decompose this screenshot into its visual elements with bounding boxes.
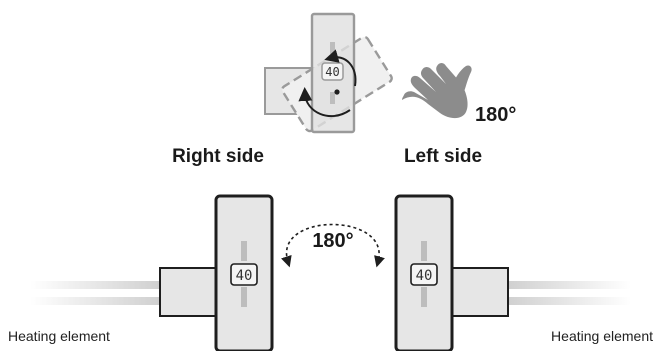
pivot-dot: [334, 89, 340, 95]
top-indicator-lower: [330, 92, 335, 104]
left-display-reading: 40: [236, 268, 253, 284]
heating-element-label-left: Heating element: [8, 328, 110, 344]
heating-element-label-right: Heating element: [551, 328, 653, 344]
top-display-reading: 40: [325, 65, 339, 79]
rotate-arrow-icon: [298, 87, 351, 118]
left-indicator-upper: [241, 241, 247, 261]
top-display: [321, 62, 344, 81]
rotation-illustration: 40 180°: [264, 12, 516, 134]
left-display: [230, 263, 258, 286]
right-indicator-lower: [421, 287, 427, 307]
rotation-label-middle: 180°: [312, 230, 353, 252]
pipe-right-upper: [505, 281, 631, 289]
pipe-left-upper: [30, 281, 162, 289]
right-side-label: Right side: [172, 146, 264, 167]
left-indicator-lower: [241, 287, 247, 307]
right-side-box: [449, 267, 509, 317]
right-display-reading: 40: [416, 268, 433, 284]
left-side-unit: 40: [394, 194, 631, 351]
right-side-unit: 40: [30, 194, 274, 351]
pipe-right-lower: [505, 297, 631, 305]
right-indicator-upper: [421, 241, 427, 261]
rotate-arrow-icon: [324, 49, 357, 87]
curved-arrow-icon: [280, 223, 385, 268]
pipe-left-lower: [30, 297, 162, 305]
right-display: [410, 263, 438, 286]
left-side-label: Left side: [404, 146, 482, 167]
rotation-label-top: 180°: [475, 104, 516, 126]
left-side-box: [159, 267, 219, 317]
hand-icon: [402, 63, 472, 119]
top-indicator-upper: [330, 42, 335, 54]
